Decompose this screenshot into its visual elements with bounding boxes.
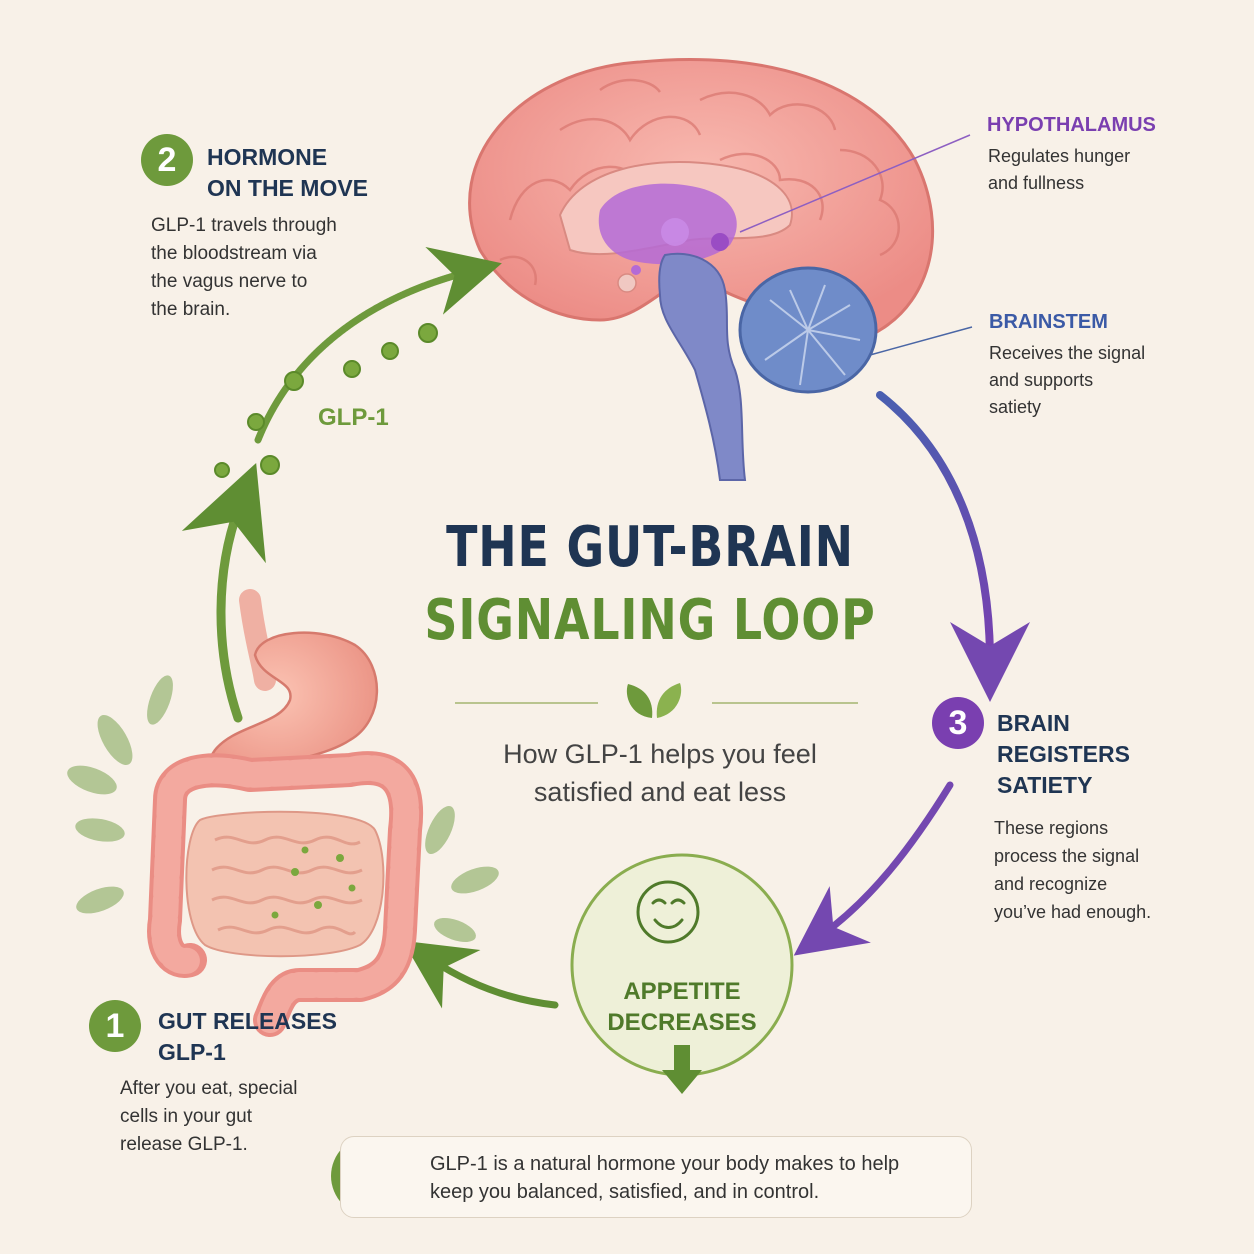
brainstem-leader-line	[869, 326, 973, 356]
step-2-title-line-1: HORMONE	[207, 144, 328, 170]
hypothalamus-leader-line	[739, 134, 971, 233]
brainstem-description: Receives the signal and supports satiety	[989, 340, 1145, 421]
step-2-body-line: the bloodstream via	[151, 243, 317, 264]
step-3-badge: 3	[932, 697, 984, 749]
step-3-title: BRAIN REGISTERS SATIETY	[997, 708, 1130, 801]
brainstem-description-line: Receives the signal	[989, 343, 1146, 363]
step-2-body-line: the brain.	[151, 299, 231, 320]
step-3-title-line: REGISTERS	[997, 741, 1130, 767]
subtitle: How GLP-1 helps you feel satisfied and e…	[420, 735, 900, 811]
loop-arrow-to-gut	[402, 940, 559, 1009]
step-3-title-line: BRAIN	[997, 710, 1070, 736]
leaf-icon	[626, 683, 682, 718]
info-text-line-2: keep you balanced, satisfied, and in con…	[430, 1181, 820, 1203]
hypothalamus-description: Regulates hunger and fullness	[988, 143, 1130, 197]
step-3-body-line: These regions	[994, 818, 1109, 838]
step-2-body-line: GLP-1 travels through	[151, 215, 337, 236]
info-box	[340, 1136, 972, 1218]
info-text: GLP-1 is a natural hormone your body mak…	[430, 1150, 970, 1206]
step-1-badge: 1	[89, 1000, 141, 1052]
step-3-body: These regions process the signal and rec…	[994, 814, 1151, 926]
subtitle-line-2: satisfied and eat less	[533, 777, 787, 807]
loop-arrow-to-brain	[254, 246, 502, 444]
step-2-title: HORMONE ON THE MOVE	[207, 142, 368, 204]
loop-arrow-brain-down	[876, 391, 1030, 702]
step-3-body-line: process the signal	[994, 846, 1140, 866]
info-text-line-1: GLP-1 is a natural hormone your body mak…	[430, 1153, 900, 1175]
brainstem-title: BRAINSTEM	[989, 311, 1108, 333]
step-3-body-line: and recognize	[994, 874, 1108, 894]
hypothalamus-region	[711, 233, 729, 251]
glp1-label: GLP-1	[318, 404, 389, 431]
loop-arrow-to-appetite	[793, 781, 954, 956]
step-1-title-line-2: GLP-1	[158, 1039, 226, 1065]
step-1-title-line-1: GUT RELEASES	[158, 1008, 337, 1034]
step-1-title: GUT RELEASES GLP-1	[158, 1006, 337, 1068]
appetite-label: APPETITE DECREASES	[582, 976, 782, 1038]
small-intestine	[185, 810, 385, 958]
step-1-body: After you eat, special cells in your gut…	[120, 1075, 297, 1159]
title-line-1: THE GUT-BRAIN	[446, 515, 854, 580]
step-1-body-line: After you eat, special	[120, 1078, 298, 1099]
decorative-leaves	[67, 675, 499, 943]
loop-arrow-gut-up	[181, 462, 266, 723]
down-arrow-icon	[662, 1045, 702, 1094]
digestive-system-illustration	[67, 589, 499, 1037]
step-2-badge: 2	[141, 134, 193, 186]
title-line-2: SIGNALING LOOP	[424, 588, 876, 653]
step-1-body-line: cells in your gut	[120, 1106, 253, 1127]
hypothalamus-description-line: and fullness	[988, 173, 1085, 193]
hypothalamus-title: HYPOTHALAMUS	[987, 114, 1156, 136]
glp1-molecules	[214, 323, 438, 478]
cerebellum	[738, 266, 878, 394]
brainstem-description-line: satiety	[989, 397, 1042, 417]
step-2-body-line: the vagus nerve to	[151, 271, 308, 292]
brainstem-description-line: and supports	[989, 370, 1094, 390]
smiley-face-icon	[636, 880, 700, 944]
brainstem-region	[658, 252, 747, 481]
step-2-body: GLP-1 travels through the bloodstream vi…	[151, 212, 337, 324]
step-2-title-line-2: ON THE MOVE	[207, 175, 369, 201]
brain-illustration	[468, 57, 973, 481]
hypothalamus-description-line: Regulates hunger	[988, 146, 1131, 166]
step-1-body-line: release GLP-1.	[120, 1134, 248, 1155]
step-3-title-line: SATIETY	[997, 772, 1093, 798]
appetite-label-line-2: DECREASES	[607, 1009, 757, 1036]
appetite-circle	[570, 853, 794, 1094]
step-3-body-line: you’ve had enough.	[994, 902, 1152, 922]
subtitle-line-1: How GLP-1 helps you feel	[503, 739, 817, 769]
appetite-label-line-1: APPETITE	[623, 978, 741, 1005]
